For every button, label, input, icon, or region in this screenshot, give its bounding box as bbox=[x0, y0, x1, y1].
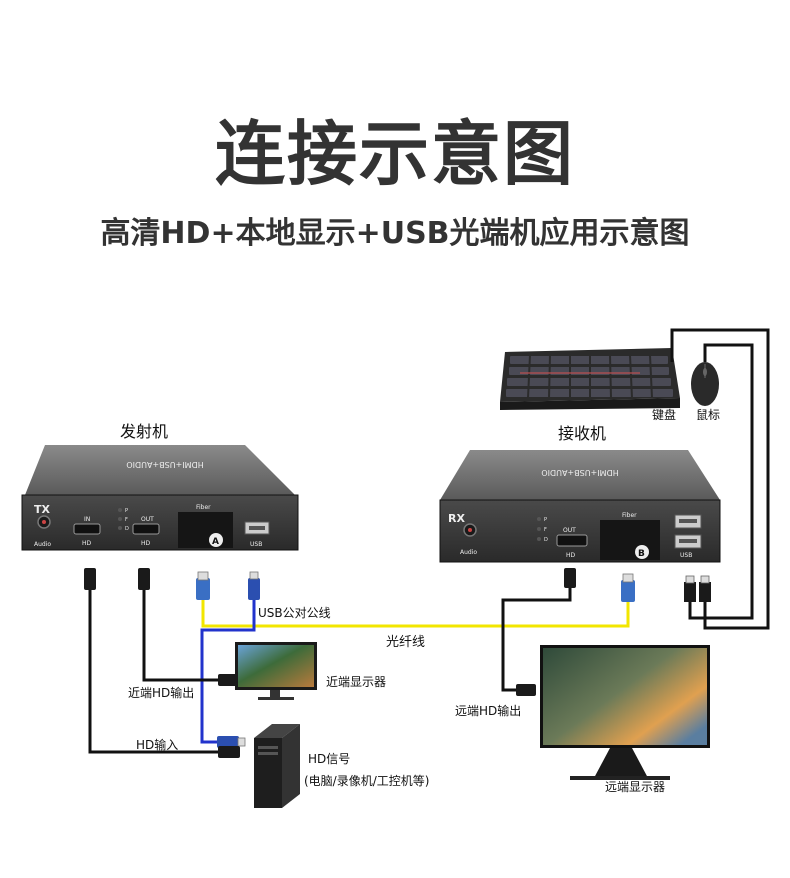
far-hd-output-label: 远端HD输出 bbox=[455, 702, 521, 719]
hd-signal-desc: (电脑/录像机/工控机等) bbox=[304, 772, 429, 789]
hd-signal-label: HD信号 bbox=[308, 750, 350, 767]
tx-panel-text: HDMI+USB+AUDIO bbox=[126, 460, 203, 469]
tx-port-a: A bbox=[212, 537, 219, 547]
rx-audio-label: Audio bbox=[460, 549, 477, 556]
near-hd-output-cable bbox=[144, 588, 220, 680]
tx-transmitter: HDMI+USB+AUDIO bbox=[22, 445, 298, 550]
tx-led-p: P bbox=[125, 508, 128, 514]
keyboard-label: 键盘 bbox=[652, 406, 676, 423]
tx-led-d: D bbox=[125, 526, 129, 532]
tx-out-label: OUT bbox=[141, 516, 154, 523]
hd-input-cable bbox=[90, 588, 218, 752]
rx-receiver: HDMI+USB+AUDIO bbox=[440, 450, 720, 562]
tx-device-label: 发射机 bbox=[120, 418, 168, 442]
usb-cable-label: USB公对公线 bbox=[258, 604, 331, 621]
mouse bbox=[691, 362, 719, 406]
rx-led-d: D bbox=[544, 537, 548, 543]
rx-fiber-label: Fiber bbox=[622, 512, 637, 519]
tx-in-hd-label: HD bbox=[82, 540, 92, 547]
pc-tower bbox=[254, 724, 300, 808]
rx-device-label: 接收机 bbox=[558, 420, 606, 444]
tx-out-hd-label: HD bbox=[141, 540, 151, 547]
rx-led-f: F bbox=[544, 527, 547, 533]
rx-out-label: OUT bbox=[563, 527, 576, 534]
far-monitor-label: 远端显示器 bbox=[605, 778, 665, 795]
far-monitor bbox=[540, 645, 710, 780]
near-hd-output-label: 近端HD输出 bbox=[128, 684, 194, 701]
rx-port-b: B bbox=[638, 549, 645, 559]
hd-input-label: HD输入 bbox=[136, 736, 178, 753]
near-monitor bbox=[235, 642, 317, 700]
near-monitor-label: 近端显示器 bbox=[326, 673, 386, 690]
rx-usb-label: USB bbox=[680, 552, 692, 559]
fiber-cable-label: 光纤线 bbox=[386, 631, 425, 650]
keyboard bbox=[500, 348, 680, 410]
tx-usb-label: USB bbox=[250, 541, 262, 548]
rx-led-p: P bbox=[544, 517, 547, 523]
rx-badge: RX bbox=[448, 512, 465, 525]
mouse-label: 鼠标 bbox=[696, 406, 720, 423]
tx-badge: TX bbox=[34, 503, 51, 516]
tx-in-label: IN bbox=[84, 516, 90, 523]
tx-led-f: F bbox=[125, 517, 128, 523]
tx-fiber-label: Fiber bbox=[196, 504, 211, 511]
rx-panel-text: HDMI+USB+AUDIO bbox=[541, 468, 618, 477]
tx-audio-label: Audio bbox=[34, 541, 51, 548]
usb-plugs bbox=[684, 576, 711, 602]
rx-out-hd-label: HD bbox=[566, 552, 576, 559]
